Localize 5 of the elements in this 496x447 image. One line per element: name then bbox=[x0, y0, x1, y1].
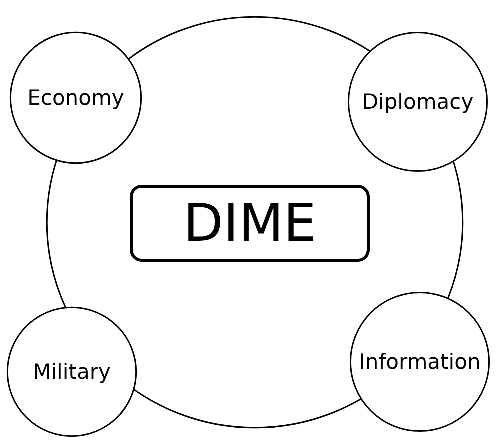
central-label-box: DIME bbox=[130, 185, 370, 262]
node-label: Military bbox=[32, 360, 112, 384]
node-label: Diplomacy bbox=[361, 90, 475, 114]
node-label: Economy bbox=[26, 86, 126, 110]
node-label: Information bbox=[358, 350, 482, 374]
